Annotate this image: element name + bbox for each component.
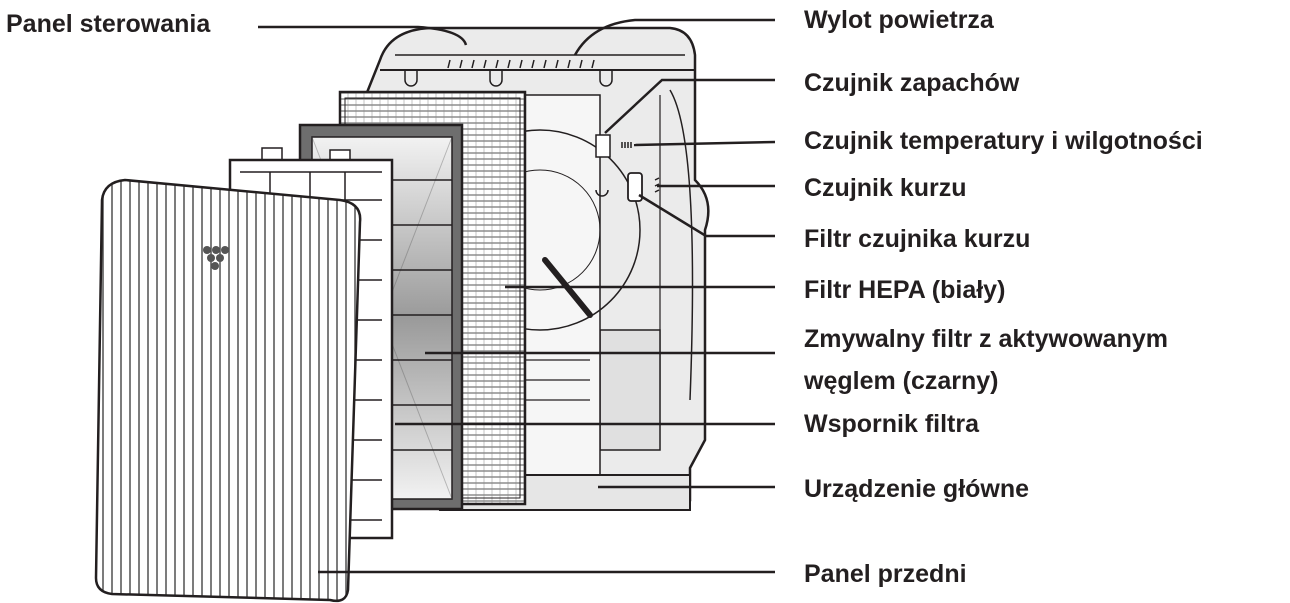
label-odor-sensor: Czujnik zapachów [804, 69, 1020, 97]
leader-control-panel [258, 25, 468, 46]
label-control-panel: Panel sterowania [6, 10, 211, 38]
leader-lines [258, 18, 776, 574]
label-carbon-filter-line2: węglem (czarny) [804, 367, 999, 395]
temperature-humidity-sensor [621, 142, 632, 148]
label-carbon-filter-line1: Zmywalny filtr z aktywowanym [804, 325, 1168, 353]
label-dust-sensor: Czujnik kurzu [804, 174, 967, 202]
label-dust-sensor-filter: Filtr czujnika kurzu [804, 225, 1031, 253]
odor-sensor [595, 134, 611, 158]
front-panel [94, 178, 362, 603]
leader-air-outlet [573, 18, 775, 56]
label-temp-humidity-sensor: Czujnik temperatury i wilgotności [804, 127, 1203, 155]
dust-sensor-filter [627, 172, 643, 202]
label-filter-frame: Wspornik filtra [804, 410, 980, 438]
leader-dust-sensor-filter [638, 193, 775, 238]
air-outlet-vents [447, 59, 595, 69]
leader-temp-humidity [633, 140, 776, 147]
label-main-unit: Urządzenie główne [804, 475, 1030, 503]
label-hepa-filter: Filtr HEPA (biały) [804, 276, 1006, 304]
label-air-outlet: Wylot powietrza [804, 6, 994, 34]
leader-odor-sensor [604, 78, 775, 134]
grape-logo-icon [203, 246, 229, 270]
label-front-panel: Panel przedni [804, 560, 967, 588]
